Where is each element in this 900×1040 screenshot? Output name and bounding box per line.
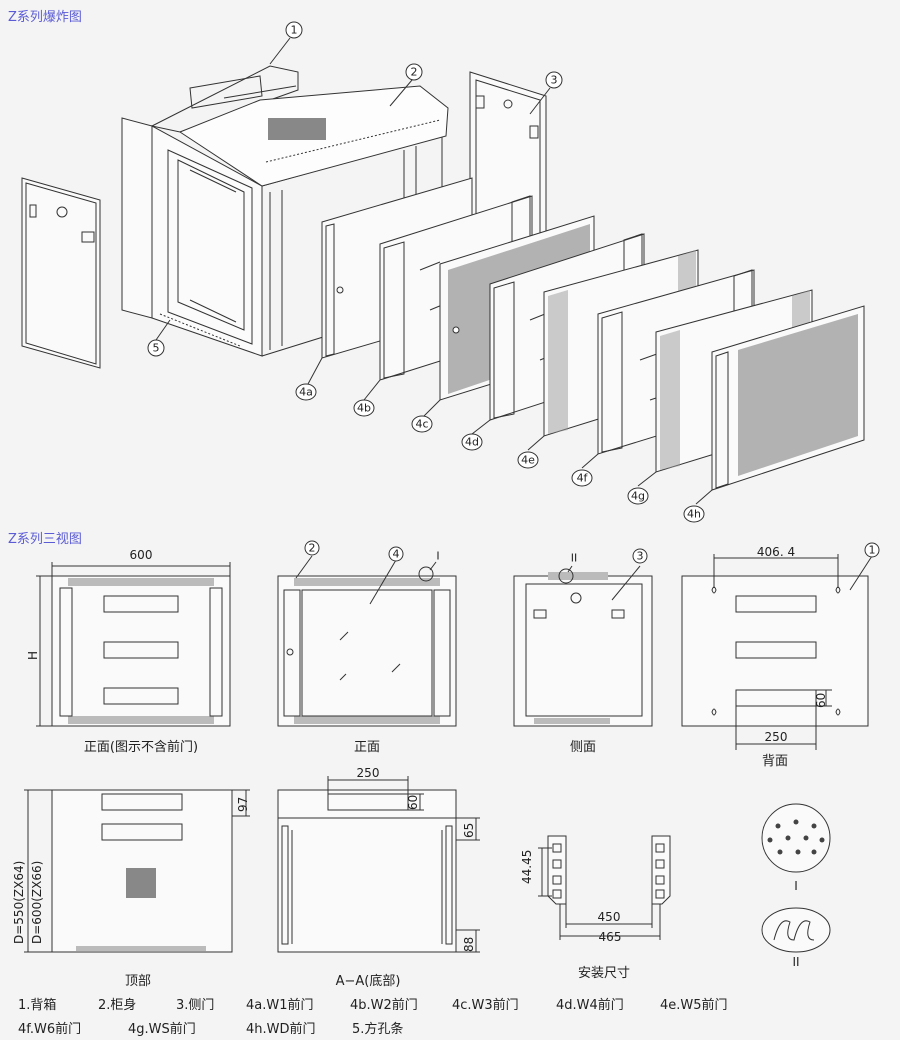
mark-side-II: II xyxy=(570,551,578,565)
label-mount: 安装尺寸 xyxy=(577,966,631,981)
dim-depth-a: D=550(ZX64) xyxy=(12,860,26,944)
mark-front-4: 4 xyxy=(392,547,400,561)
front-no-door-view xyxy=(36,562,231,727)
detail-circles xyxy=(761,803,831,953)
tag-4a: 4a xyxy=(299,385,313,399)
mark-back-1: 1 xyxy=(868,543,876,557)
label-side: 侧面 xyxy=(569,740,597,755)
tag-4g: 4g xyxy=(631,489,645,503)
legend-item: 4b.W2前门 xyxy=(350,998,418,1013)
callout-5: 5 xyxy=(152,341,160,355)
mark-detail-II: II xyxy=(792,955,800,969)
dim-sec-65: 65 xyxy=(462,822,476,838)
tag-4h: 4h xyxy=(687,507,701,521)
mark-front-2: 2 xyxy=(308,541,316,555)
legend-item: 2.柜身 xyxy=(98,998,137,1013)
legend-item: 4e.W5前门 xyxy=(660,998,728,1013)
legend-item: 4f.W6前门 xyxy=(18,1022,82,1037)
dim-rail-pitch: 44.45 xyxy=(520,849,534,884)
back-view xyxy=(681,542,880,750)
dim-width: 600 xyxy=(129,548,153,562)
tag-4e: 4e xyxy=(521,453,535,467)
dim-rail-450: 450 xyxy=(597,910,621,924)
cabinet-body xyxy=(121,65,449,357)
legend-item: 3.侧门 xyxy=(176,998,215,1013)
legend-item: 4d.W4前门 xyxy=(556,998,624,1013)
legend-item: 4a.W1前门 xyxy=(246,998,314,1013)
label-top: 顶部 xyxy=(124,974,152,989)
dim-back-250: 250 xyxy=(764,730,788,744)
tag-4d: 4d xyxy=(465,435,479,449)
section-view xyxy=(277,776,480,953)
mount-view xyxy=(538,835,671,940)
dim-depth-b: D=600(ZX66) xyxy=(30,860,44,944)
tag-4f: 4f xyxy=(576,471,588,485)
legend-item: 4g.WS前门 xyxy=(128,1022,196,1037)
dim-sec-88: 88 xyxy=(462,936,476,952)
label-front: 正面 xyxy=(353,740,381,755)
label-section: A−A(底部) xyxy=(335,974,401,989)
side-view xyxy=(513,548,653,727)
callout-3: 3 xyxy=(550,73,558,87)
dim-back-60: 60 xyxy=(814,692,828,708)
dim-rail-465: 465 xyxy=(598,930,622,944)
dim-hole-spacing: 406. 4 xyxy=(756,545,796,559)
dim-sec-60: 60 xyxy=(406,794,420,810)
legend-item: 4h.WD前门 xyxy=(246,1022,316,1037)
legend-item: 1.背箱 xyxy=(18,998,57,1013)
dim-sec-250: 250 xyxy=(356,766,380,780)
callout-2: 2 xyxy=(410,65,418,79)
mark-detail-I: I xyxy=(794,879,798,893)
legend-item: 5.方孔条 xyxy=(352,1022,404,1037)
door-4h xyxy=(711,305,865,491)
exploded-view-heading: Z系列爆炸图 xyxy=(8,10,82,25)
label-back: 背面 xyxy=(761,754,789,769)
mark-front-I: I xyxy=(436,549,440,563)
back-door-left xyxy=(21,177,101,369)
mark-side-3: 3 xyxy=(636,549,644,563)
dim-height: H xyxy=(26,650,40,660)
legend-item: 4c.W3前门 xyxy=(452,998,519,1013)
dim-top-97: 97 xyxy=(236,796,250,812)
three-view-heading: Z系列三视图 xyxy=(8,532,82,547)
label-front-no-door: 正面(图示不含前门) xyxy=(83,740,199,755)
tag-4c: 4c xyxy=(415,417,429,431)
front-view xyxy=(277,540,457,727)
callout-1: 1 xyxy=(290,23,298,37)
top-view xyxy=(24,789,250,953)
tag-4b: 4b xyxy=(357,401,371,415)
